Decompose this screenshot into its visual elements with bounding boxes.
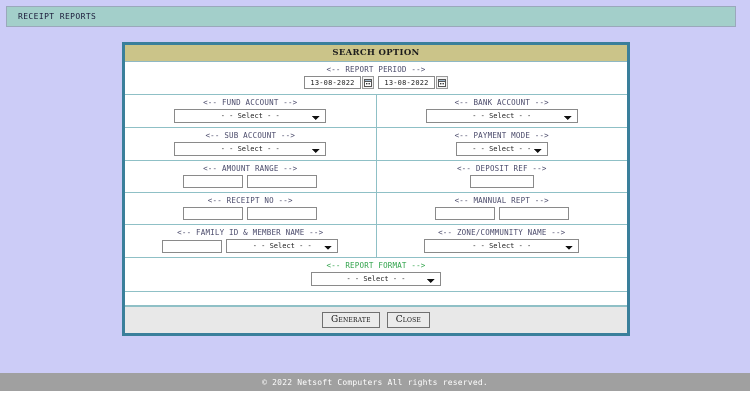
cell-report-format: <-- REPORT FORMAT --> - - Select - - — [125, 258, 627, 291]
calendar-icon-to[interactable] — [436, 76, 448, 89]
cell-mannual-rept: <-- MANNUAL REPT --> — [377, 193, 628, 224]
payment-mode-select[interactable]: - - Select - - — [455, 142, 548, 156]
search-option-panel: SEARCH OPTION <-- REPORT PERIOD --> — [122, 42, 630, 336]
report-period-to-input[interactable] — [378, 76, 435, 89]
cell-bank-account: <-- BANK ACCOUNT --> - - Select - - — [377, 95, 628, 127]
row-sub-account-payment-mode: <-- SUB ACCOUNT --> - - Select - - <-- P… — [125, 128, 627, 161]
row-fund-bank-account: <-- FUND ACCOUNT --> - - Select - - <-- … — [125, 95, 627, 128]
footer-bar: © 2022 Netsoft Computers All rights rese… — [0, 373, 750, 391]
sub-account-label: <-- SUB ACCOUNT --> — [205, 131, 296, 140]
fund-account-select[interactable]: - - Select - - — [174, 109, 327, 123]
date-to-group — [378, 76, 448, 89]
report-period-label: <-- REPORT PERIOD --> — [326, 65, 426, 74]
receipt-no-to-input[interactable] — [247, 207, 318, 220]
date-from-group — [304, 76, 374, 89]
row-amount-deposit: <-- AMOUNT RANGE --> <-- DEPOSIT REF --> — [125, 161, 627, 193]
amount-range-to-input[interactable] — [247, 175, 318, 188]
row-family-zone: <-- FAMILY ID & MEMBER NAME --> - - Sele… — [125, 225, 627, 258]
app-header-bar: RECEIPT REPORTS — [6, 6, 736, 27]
sub-account-select[interactable]: - - Select - - — [174, 142, 327, 156]
cell-fund-account: <-- FUND ACCOUNT --> - - Select - - — [125, 95, 377, 127]
amount-range-label: <-- AMOUNT RANGE --> — [203, 164, 298, 173]
calendar-icon-from[interactable] — [362, 76, 374, 89]
report-period-from-input[interactable] — [304, 76, 361, 89]
mannual-rept-from-input[interactable] — [434, 207, 495, 220]
fund-account-label: <-- FUND ACCOUNT --> — [203, 98, 298, 107]
row-spacer — [125, 292, 627, 306]
cell-sub-account: <-- SUB ACCOUNT --> - - Select - - — [125, 128, 377, 160]
footer-copyright: © 2022 Netsoft Computers All rights rese… — [262, 377, 488, 387]
page-title: RECEIPT REPORTS — [18, 12, 97, 21]
amount-range-from-input[interactable] — [183, 175, 244, 188]
report-period-controls — [129, 76, 623, 89]
receipt-no-from-input[interactable] — [183, 207, 244, 220]
mannual-rept-to-input[interactable] — [498, 207, 569, 220]
cell-family-member: <-- FAMILY ID & MEMBER NAME --> - - Sele… — [125, 225, 377, 257]
bank-account-select[interactable]: - - Select - - — [425, 109, 578, 123]
cell-receipt-no: <-- RECEIPT NO --> — [125, 193, 377, 224]
row-report-format: <-- REPORT FORMAT --> - - Select - - — [125, 258, 627, 292]
mannual-rept-label: <-- MANNUAL REPT --> — [454, 196, 549, 205]
cell-deposit-ref: <-- DEPOSIT REF --> — [377, 161, 628, 192]
cell-amount-range: <-- AMOUNT RANGE --> — [125, 161, 377, 192]
zone-community-label: <-- ZONE/COMMUNITY NAME --> — [438, 228, 566, 237]
member-name-select[interactable]: - - Select - - — [226, 239, 339, 253]
family-id-input[interactable] — [162, 239, 223, 253]
row-receipt-mannual: <-- RECEIPT NO --> <-- MANNUAL REPT --> — [125, 193, 627, 225]
generate-button[interactable]: Generate — [322, 312, 380, 328]
panel-title: SEARCH OPTION — [125, 45, 627, 62]
page-body: SEARCH OPTION <-- REPORT PERIOD --> — [0, 29, 750, 373]
row-action-buttons: Generate Close — [125, 306, 627, 333]
receipt-no-label: <-- RECEIPT NO --> — [207, 196, 293, 205]
cell-zone-community: <-- ZONE/COMMUNITY NAME --> - - Select -… — [377, 225, 628, 257]
zone-community-select[interactable]: - - Select - - — [424, 239, 580, 253]
cell-payment-mode: <-- PAYMENT MODE --> - - Select - - — [377, 128, 628, 160]
footer-bottom-strip — [0, 391, 750, 400]
close-button[interactable]: Close — [386, 312, 430, 328]
deposit-ref-label: <-- DEPOSIT REF --> — [456, 164, 547, 173]
deposit-ref-input[interactable] — [469, 175, 534, 188]
bank-account-label: <-- BANK ACCOUNT --> — [454, 98, 549, 107]
report-format-select[interactable]: - - Select - - — [311, 272, 441, 286]
report-format-label: <-- REPORT FORMAT --> — [326, 261, 426, 270]
family-member-label: <-- FAMILY ID & MEMBER NAME --> — [177, 228, 324, 237]
row-report-period: <-- REPORT PERIOD --> — [125, 62, 627, 95]
payment-mode-label: <-- PAYMENT MODE --> — [454, 131, 549, 140]
cell-report-period: <-- REPORT PERIOD --> — [125, 62, 627, 94]
